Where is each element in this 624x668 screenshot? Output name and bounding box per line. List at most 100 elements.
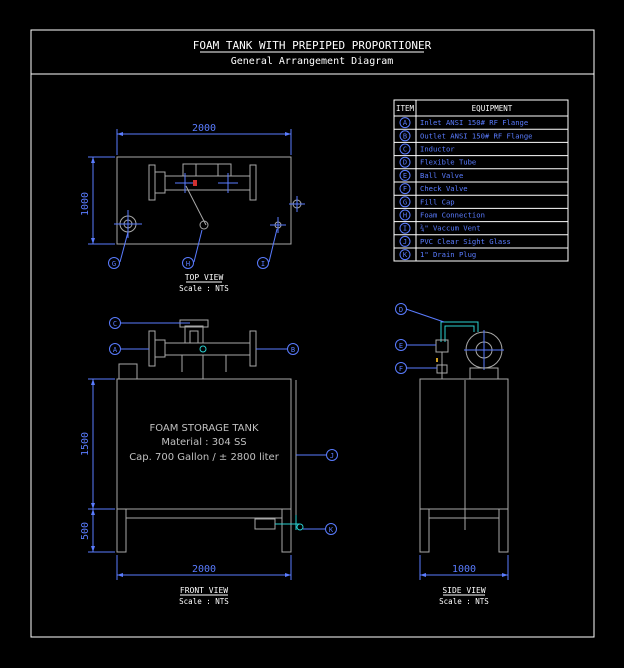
table-row-equipment: Inlet ANSI 150# RF Flange [420, 118, 528, 127]
front-callout-b-label: B [291, 346, 295, 354]
top-callout-i [257, 257, 269, 269]
table-row-equipment: Check Valve [420, 184, 468, 193]
top-view: 2000 1000 [80, 123, 305, 293]
table-row-key: E [403, 172, 407, 180]
table-row-equipment: 1" Drain Plug [420, 250, 476, 259]
front-tank-body [116, 378, 292, 510]
side-view: 1000 D E F SIDE VIEW Scale : NTS [395, 303, 509, 606]
front-callout-a-label: A [113, 346, 118, 354]
front-dim-leg-height: 500 [80, 522, 91, 540]
front-view-scale: Scale : NTS [179, 597, 229, 606]
table-row-equipment: ¾" Vaccum Vent [420, 224, 481, 233]
table-row-key: G [403, 198, 407, 206]
table-row-key-circle [399, 169, 411, 181]
side-callout-e [395, 339, 407, 351]
side-callout-f [395, 362, 407, 374]
front-callout-c-label: C [113, 320, 117, 328]
flange-a-top [148, 164, 156, 201]
top-dim-width: 2000 [192, 123, 216, 134]
side-callout-d [395, 303, 407, 315]
table-row-key: J [403, 238, 407, 246]
front-callout-a [109, 343, 121, 355]
front-view-label: FRONT VIEW [180, 586, 228, 595]
table-row-equipment: Ball Valve [420, 171, 463, 180]
sheet-border [30, 29, 595, 638]
table-row-key-circle [399, 235, 411, 247]
side-dim-width: 1000 [452, 564, 476, 575]
top-callout-g [108, 257, 120, 269]
table-row-key: I [403, 225, 407, 233]
table-row-key-circle [399, 130, 411, 142]
side-callout-e-label: E [399, 342, 403, 350]
front-view: FOAM STORAGE TANK Material : 304 SS Cap.… [80, 317, 338, 606]
table-row-key: H [403, 212, 407, 220]
table-row-key-circle [399, 156, 411, 168]
table-row-key: B [403, 132, 407, 140]
side-flexible-tube [440, 321, 479, 342]
top-view-label: TOP VIEW [185, 273, 224, 282]
top-view-piping [148, 163, 257, 230]
table-row-key-circle [399, 249, 411, 261]
table-header-item: ITEM [396, 104, 415, 113]
table-row-equipment: Foam Connection [420, 211, 485, 220]
drawing-title: FOAM TANK WITH PREPIPED PROPORTIONER [193, 39, 432, 52]
tank-material: Material : 304 SS [161, 437, 246, 448]
top-callout-h [182, 257, 194, 269]
front-dim-width: 2000 [192, 564, 216, 575]
tank-title: FOAM STORAGE TANK [149, 423, 259, 434]
front-callout-k [325, 523, 337, 535]
front-leg-left [116, 508, 127, 553]
table-row-equipment: Fill Cap [420, 197, 455, 206]
top-dim-height: 1000 [80, 192, 91, 216]
table-row-key-circle [399, 183, 411, 195]
equipment-table: ITEM EQUIPMENT A Inlet ANSI 150# RF Flang… [393, 99, 569, 262]
front-callout-k-label: K [329, 526, 334, 534]
table-row-key-circle [399, 222, 411, 234]
side-tank-body [419, 378, 509, 510]
table-row-key-circle [399, 196, 411, 208]
table-row-key: K [403, 251, 408, 259]
top-callout-g-label: G [112, 260, 116, 268]
table-row-key: A [403, 119, 408, 127]
table-row-key: F [403, 185, 407, 193]
table-row-key-circle [399, 117, 411, 129]
table-row-equipment: Flexible Tube [420, 158, 476, 167]
front-callout-j [326, 449, 338, 461]
table-row-key-circle [399, 209, 411, 221]
table-row-key: C [403, 146, 407, 154]
front-flange-a [148, 330, 156, 367]
front-inductor-pipe [164, 342, 251, 356]
table-row-key-circle [399, 143, 411, 155]
side-callout-d-label: D [399, 306, 403, 314]
flange-b-top [249, 164, 257, 201]
front-callout-b [287, 343, 299, 355]
front-callout-c [109, 317, 121, 329]
top-callout-h-label: H [186, 260, 190, 268]
side-leg-left [419, 508, 430, 553]
front-flange-b [249, 330, 257, 367]
side-callout-f-label: F [399, 365, 403, 373]
table-header-equipment: EQUIPMENT [472, 104, 513, 113]
side-view-label: SIDE VIEW [442, 586, 486, 595]
front-dim-tank-height: 1500 [80, 432, 91, 456]
side-check-valve [436, 364, 448, 374]
foam-hose-top [185, 185, 207, 226]
top-view-scale: Scale : NTS [179, 284, 229, 293]
table-row-equipment: Inductor [420, 145, 455, 154]
table-frame [393, 99, 569, 262]
table-row-equipment: Outlet ANSI 150# RF Flange [420, 131, 533, 140]
side-ball-valve [435, 339, 449, 353]
front-piping [148, 319, 257, 379]
drawing-subtitle: General Arrangement Diagram [231, 56, 394, 67]
table-row-equipment: PVC Clear Sight Glass [420, 237, 511, 246]
front-fill-cap [118, 363, 138, 380]
front-callout-j-label: J [330, 452, 334, 460]
side-leg-right [498, 508, 509, 553]
top-view-tank-outline [116, 156, 292, 245]
front-drain-valve [254, 518, 276, 530]
side-view-scale: Scale : NTS [439, 597, 489, 606]
table-row-key: D [403, 159, 407, 167]
tank-capacity: Cap. 700 Gallon / ± 2800 liter [129, 452, 280, 463]
